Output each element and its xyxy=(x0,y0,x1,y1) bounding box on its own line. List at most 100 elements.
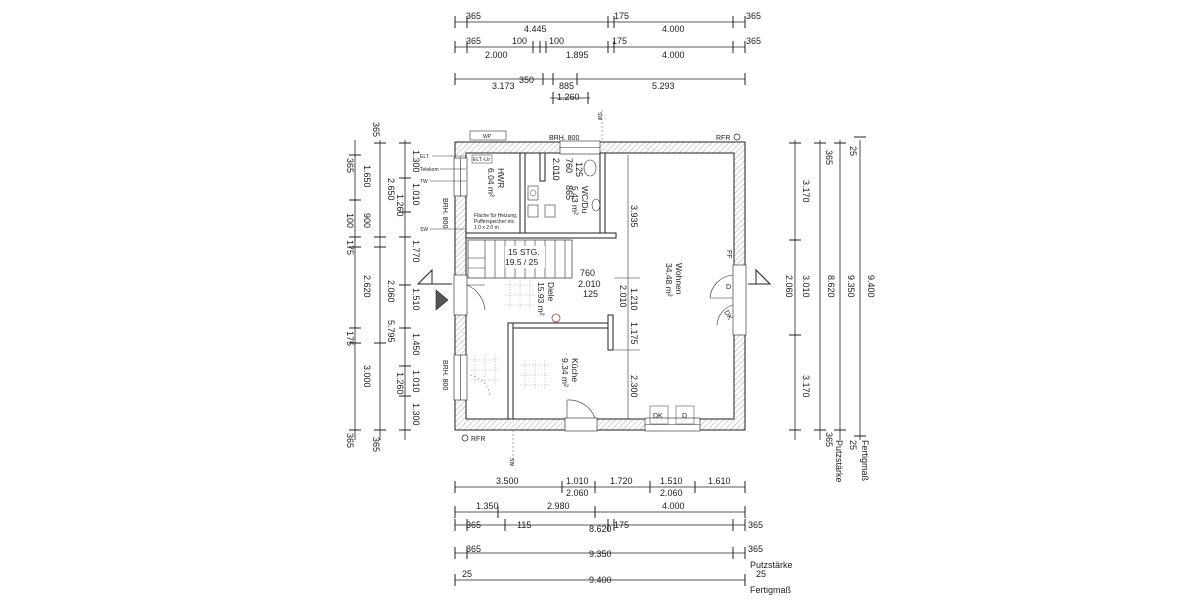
dim-inner-1175: 1.175 xyxy=(629,322,639,345)
dim-top2-100b: 100 xyxy=(549,36,564,46)
dim-left-1260b: 1.260 xyxy=(395,372,405,395)
dim-bot4-9350: 9.350 xyxy=(589,549,612,559)
fixtures: ELT.-Ltr Fläche für Heizung, Pufferspeic… xyxy=(471,154,601,231)
dim-inner-1210: 1.210 xyxy=(629,288,639,311)
dim-right-25a: 25 xyxy=(848,146,858,156)
room-hwr-name: HWR xyxy=(496,168,506,188)
top-dimension-chains: 365 4.445 175 4.000 365 365 100 100 175 … xyxy=(454,11,761,104)
dim-bot1-1610: 1.610 xyxy=(708,476,731,486)
label-sw-bottom: SW xyxy=(508,458,514,466)
room-hwr-area: 6.04 m² xyxy=(486,168,496,197)
dim-bot2-4000: 4.000 xyxy=(662,501,685,511)
dim-left-1450: 1.450 xyxy=(411,333,421,356)
label-wp: WP xyxy=(483,134,492,140)
room-kueche-area: 9.34 m² xyxy=(560,358,570,387)
dim-left-365b: 365 xyxy=(371,122,381,137)
label-brh-left-2: BRH. 800 xyxy=(441,360,448,390)
heating-note-2: Pufferspeicher etc. xyxy=(474,219,516,225)
label-fertigmass-right: Fertigmaß xyxy=(860,440,870,482)
dim-bot3-365b: 365 xyxy=(748,520,763,530)
dim-left-1770: 1.770 xyxy=(411,240,421,263)
dim-right-9350: 9.350 xyxy=(846,275,856,298)
rfr-left-icon xyxy=(461,434,469,442)
dim-inner-2010b: 2.010 xyxy=(578,279,601,289)
dim-top2b-2000: 2.000 xyxy=(485,50,508,60)
dim-inner-2010a: 2.010 xyxy=(618,285,628,308)
label-elt: ELT xyxy=(420,154,429,160)
left-dimension-chains: 365 365 100 175 175 365 365 1.650 900 2.… xyxy=(345,122,421,452)
dim-bot2-1350: 1.350 xyxy=(476,501,499,511)
sink-icon xyxy=(591,198,601,212)
label-tw: TW xyxy=(420,179,428,185)
dim-top3-350: 350 xyxy=(519,75,534,85)
rfr-right-icon xyxy=(733,133,741,141)
dim-top1-4000: 4.000 xyxy=(662,24,685,34)
room-labels: HWR 6.04 m² WC/Du 5.43 m² Diele 15.93 m²… xyxy=(486,168,684,387)
dim-bot4-365a: 365 xyxy=(466,544,481,554)
dim-bot3-175: 175 xyxy=(614,520,629,530)
dim-bot1b-2060a: 2.060 xyxy=(566,488,589,498)
inner-dimensions: 3.935 1.210 2.010 1.175 2.300 760 865 12… xyxy=(551,158,640,398)
label-putzstaerke-right: Putzstärke xyxy=(834,440,844,483)
dim-right-2060: 2.060 xyxy=(784,275,794,298)
dim-left-1650: 1.650 xyxy=(362,165,372,188)
dim-right-8620: 8.620 xyxy=(826,275,836,298)
section-markers xyxy=(416,110,772,465)
toilet-icon xyxy=(583,159,597,177)
dim-top4-1260: 1.260 xyxy=(557,92,580,102)
dim-top1-4445: 4.445 xyxy=(524,24,547,34)
dim-left-365a: 365 xyxy=(345,158,355,173)
dim-left-175a: 175 xyxy=(345,240,355,255)
dim-left-2620: 2.620 xyxy=(362,275,372,298)
room-wc-name: WC/Du xyxy=(580,186,590,214)
doors: DK D D DK xyxy=(466,274,733,425)
dim-top3-3173: 3.173 xyxy=(492,81,515,91)
dim-right-9400: 9.400 xyxy=(866,275,876,298)
dim-top3-5293: 5.293 xyxy=(652,81,675,91)
label-brh-left-1: BRH. 800 xyxy=(441,198,448,228)
heating-note-1: Fläche für Heizung, xyxy=(474,213,517,219)
dim-top2-175: 175 xyxy=(612,36,627,46)
dim-inner-2300: 2.300 xyxy=(629,375,639,398)
exterior-walls xyxy=(453,140,747,432)
dim-left-175b: 175 xyxy=(345,331,355,346)
label-rfr-top: RFR xyxy=(716,135,730,142)
door-d-right: D xyxy=(726,284,731,291)
dim-left-365d: 365 xyxy=(371,437,381,452)
door-d-bottom: D xyxy=(682,413,687,420)
dim-top2-100a: 100 xyxy=(512,36,527,46)
elt-box-label: ELT.-Ltr xyxy=(473,157,490,163)
dim-left-5795: 5.795 xyxy=(386,320,396,343)
dim-top1-365b: 365 xyxy=(746,11,761,21)
heating-icon xyxy=(551,313,561,323)
dim-left-1300b: 1.300 xyxy=(411,403,421,426)
dim-bot5-9400: 9.400 xyxy=(589,575,612,585)
dim-inner-760b: 760 xyxy=(580,268,595,278)
dim-left-100: 100 xyxy=(345,213,355,228)
label-putzstaerke-bottom: Putzstärke xyxy=(750,560,793,570)
dim-left-2060: 2.060 xyxy=(386,280,396,303)
dim-inner-865: 865 xyxy=(564,185,574,200)
dim-inner-3935: 3.935 xyxy=(629,205,639,228)
dim-bot2-2980: 2.980 xyxy=(547,501,570,511)
dim-top3-885: 885 xyxy=(559,81,574,91)
label-sw-top: SW xyxy=(596,112,602,120)
dim-bot3-365a: 365 xyxy=(466,520,481,530)
dim-bot4-365b: 365 xyxy=(748,544,763,554)
right-dimension-chains: 3.170 3.010 3.170 2.060 8.620 9.350 9.40… xyxy=(784,136,876,483)
dim-top2-4000: 4.000 xyxy=(662,50,685,60)
dim-top1-365a: 365 xyxy=(466,11,481,21)
dim-left-2650: 2.650 xyxy=(386,178,396,201)
stairs: 15 STG. 19.5 / 25 760 2.010 125 xyxy=(467,239,601,299)
room-wc-area: 5.43 m² xyxy=(570,186,580,215)
dim-bot1-1510: 1.510 xyxy=(660,476,683,486)
dim-right-3170b: 3.170 xyxy=(801,375,811,398)
label-brh-top: BRH. 800 xyxy=(549,135,579,142)
dim-left-1510: 1.510 xyxy=(411,288,421,311)
dim-bot5-25b: 25 xyxy=(756,569,766,579)
dim-right-3170a: 3.170 xyxy=(801,180,811,203)
dim-bot1b-2060b: 2.060 xyxy=(660,488,683,498)
dim-left-900: 900 xyxy=(362,213,372,228)
room-kueche-name: Küche xyxy=(570,358,580,382)
